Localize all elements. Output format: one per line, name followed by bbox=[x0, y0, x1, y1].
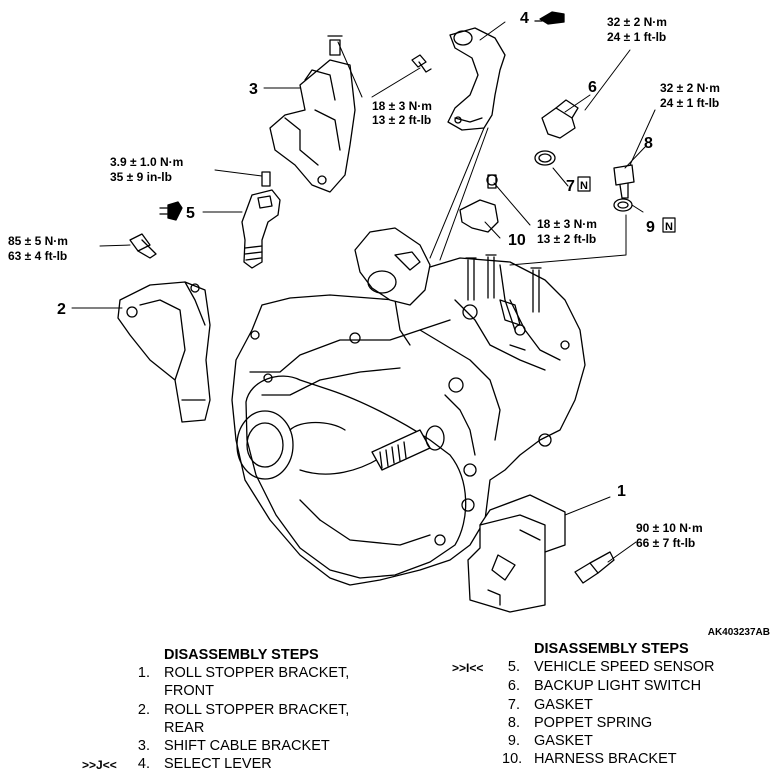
steps-header-right: DISASSEMBLY STEPS bbox=[534, 641, 689, 657]
svg-text:85 ± 5 N·m: 85 ± 5 N·m bbox=[8, 234, 68, 248]
svg-text:3.9 ± 1.0 N·m: 3.9 ± 1.0 N·m bbox=[110, 155, 183, 169]
connector-disconnect-icon bbox=[159, 201, 183, 221]
new-part-marks bbox=[577, 176, 676, 233]
callout-1: 1 bbox=[617, 483, 626, 500]
callout-8: 8 bbox=[644, 135, 653, 152]
vehicle-speed-sensor bbox=[241, 171, 281, 269]
step-row: FRONT bbox=[164, 683, 214, 700]
svg-text:18 ± 3 N·m: 18 ± 3 N·m bbox=[537, 217, 597, 231]
disassembly-steps-left: DISASSEMBLY STEPS 1.ROLL STOPPER BRACKET… bbox=[82, 646, 364, 774]
poppet-spring-plug bbox=[613, 164, 635, 212]
lubricant-icon bbox=[534, 11, 565, 25]
svg-text:63 ± 4 ft-lb: 63 ± 4 ft-lb bbox=[8, 249, 67, 263]
torque-spec-top-right-2: 32 ± 2 N·m 24 ± 1 ft-lb bbox=[660, 81, 720, 110]
svg-text:90 ± 10 N·m: 90 ± 10 N·m bbox=[636, 521, 703, 535]
transaxle-case bbox=[231, 227, 586, 586]
step-row: 2.ROLL STOPPER BRACKET, bbox=[137, 701, 350, 718]
svg-text:24 ± 1 ft-lb: 24 ± 1 ft-lb bbox=[660, 96, 719, 110]
svg-text:18 ± 3 N·m: 18 ± 3 N·m bbox=[372, 99, 432, 113]
svg-text:13 ± 2 ft-lb: 13 ± 2 ft-lb bbox=[372, 113, 431, 127]
new-part-mark-9: N bbox=[665, 221, 673, 233]
bolt-shift-cable-bracket bbox=[411, 54, 432, 73]
step-row: 7.GASKET bbox=[507, 696, 593, 713]
step-row: >>I<<5.VEHICLE SPEED SENSOR bbox=[452, 659, 715, 676]
svg-text:32 ± 2 N·m: 32 ± 2 N·m bbox=[660, 81, 720, 95]
step-row: 1.ROLL STOPPER BRACKET, bbox=[137, 665, 350, 682]
shift-cable-bracket bbox=[269, 35, 356, 193]
svg-text:24 ± 1 ft-lb: 24 ± 1 ft-lb bbox=[607, 30, 666, 44]
step-row: 3.SHIFT CABLE BRACKET bbox=[137, 738, 330, 755]
bolt-front-bracket bbox=[574, 551, 615, 584]
step-row: 8.POPPET SPRING bbox=[507, 714, 653, 731]
callout-10: 10 bbox=[508, 232, 526, 249]
callout-4: 4 bbox=[520, 10, 529, 27]
step-row: 10.HARNESS BRACKET bbox=[502, 751, 677, 768]
svg-text:66 ± 7 ft-lb: 66 ± 7 ft-lb bbox=[636, 536, 695, 550]
step-row: >>J<<4.SELECT LEVER bbox=[82, 756, 272, 773]
callout-3: 3 bbox=[249, 81, 258, 98]
torque-spec-left-small: 3.9 ± 1.0 N·m 35 ± 9 in-lb bbox=[110, 155, 183, 184]
disassembly-steps-right: DISASSEMBLY STEPS >>I<<5.VEHICLE SPEED S… bbox=[452, 640, 734, 768]
callout-2: 2 bbox=[57, 301, 66, 318]
svg-text:32 ± 2 N·m: 32 ± 2 N·m bbox=[607, 15, 667, 29]
harness-bracket bbox=[459, 174, 499, 233]
leader-lines bbox=[71, 21, 656, 563]
backup-light-switch bbox=[534, 99, 579, 166]
callout-7: 7 bbox=[566, 178, 575, 195]
step-row: REAR bbox=[164, 719, 205, 736]
torque-spec-top-mid: 18 ± 3 N·m 13 ± 2 ft-lb bbox=[372, 99, 432, 127]
figure-id: AK403237AB bbox=[707, 627, 770, 638]
callout-9: 9 bbox=[646, 219, 655, 236]
step-row: 9.GASKET bbox=[507, 733, 593, 750]
new-part-mark-7: N bbox=[580, 180, 588, 192]
rear-roll-stopper-bracket bbox=[117, 281, 211, 423]
torque-spec-top-right-1: 32 ± 2 N·m 24 ± 1 ft-lb bbox=[607, 15, 667, 44]
steps-header-left: DISASSEMBLY STEPS bbox=[164, 647, 319, 663]
svg-text:13 ± 2 ft-lb: 13 ± 2 ft-lb bbox=[537, 232, 596, 246]
torque-spec-mid-right: 18 ± 3 N·m 13 ± 2 ft-lb bbox=[537, 217, 597, 246]
front-roll-stopper-bracket bbox=[467, 494, 566, 613]
select-lever bbox=[447, 27, 506, 131]
step-row: 6.BACKUP LIGHT SWITCH bbox=[507, 678, 702, 695]
torque-spec-left: 85 ± 5 N·m 63 ± 4 ft-lb bbox=[8, 234, 68, 263]
svg-text:35 ± 9 in-lb: 35 ± 9 in-lb bbox=[110, 170, 172, 184]
callout-5: 5 bbox=[186, 205, 195, 222]
callout-6: 6 bbox=[588, 79, 597, 96]
torque-spec-bottom-right: 90 ± 10 N·m 66 ± 7 ft-lb bbox=[636, 521, 703, 550]
bolt-rear-bracket bbox=[129, 233, 157, 259]
